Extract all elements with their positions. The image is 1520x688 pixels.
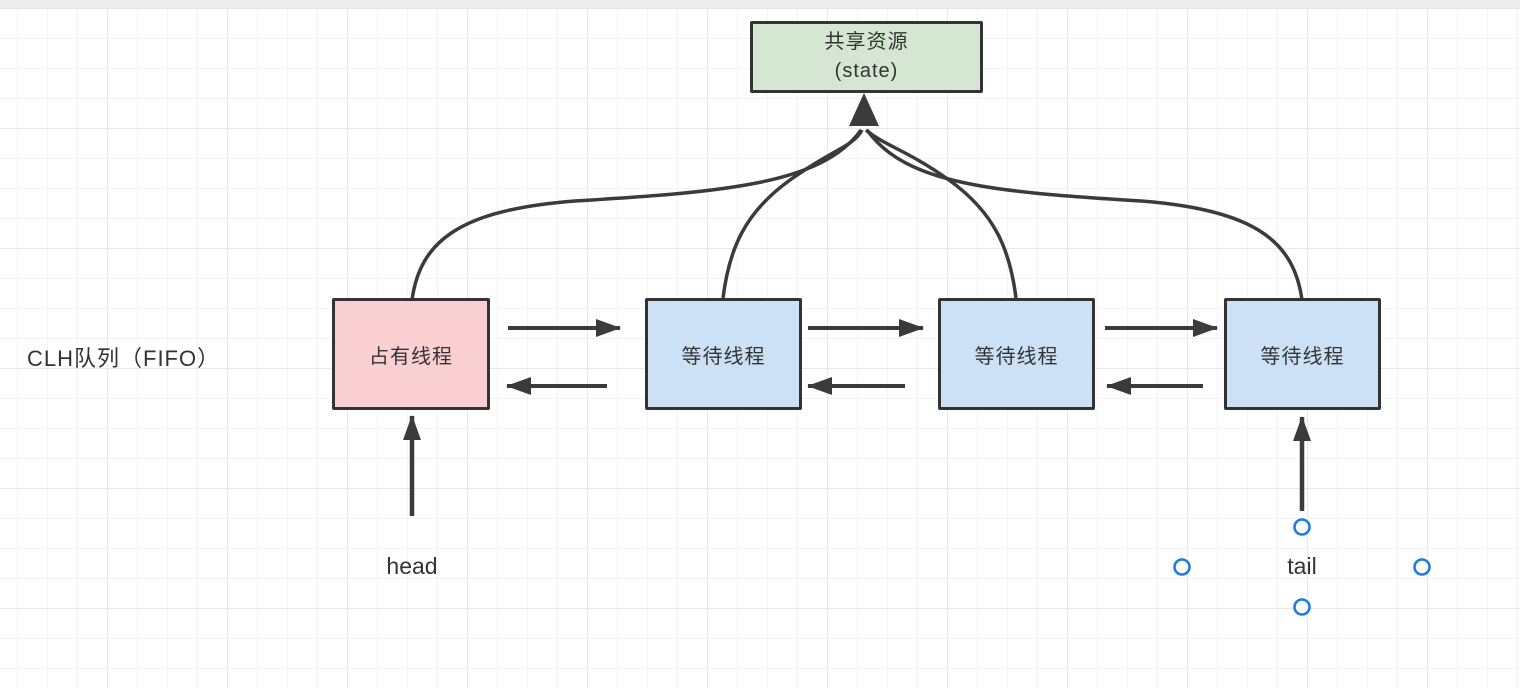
node-waiting-thread-2[interactable]: 等待线程 [938,298,1095,410]
connection-handle-top[interactable] [1293,518,1311,536]
node-waiting-thread-1[interactable]: 等待线程 [645,298,802,410]
node-label: 等待线程 [681,345,766,368]
connection-handle-left[interactable] [1173,558,1191,576]
edge-owner-to-resource[interactable] [410,128,863,301]
shared-resource-box[interactable]: 共享资源 (state) [750,21,983,93]
clh-queue-label: CLH队列（FIFO） [27,346,221,371]
tail-pointer-label: tail [1287,553,1317,579]
node-label: 等待线程 [974,345,1059,368]
node-label: 等待线程 [1260,345,1345,368]
shared-resource-label-line2: (state) [834,60,899,82]
shared-resource-label-line1: 共享资源 [824,31,909,53]
window-chrome-strip [0,0,1520,9]
connection-handle-bottom[interactable] [1293,598,1311,616]
edge-waiting3-to-resource[interactable] [865,128,1304,301]
connection-handle-right[interactable] [1413,558,1431,576]
node-label: 占有线程 [369,345,453,368]
resource-arrowhead-icon [849,93,879,126]
edge-waiting2-to-resource[interactable] [864,128,1018,299]
node-owner-thread[interactable]: 占有线程 [332,298,490,410]
node-waiting-thread-3[interactable]: 等待线程 [1224,298,1381,410]
head-pointer-label: head [386,553,438,579]
edge-waiting1-to-resource[interactable] [721,129,864,299]
